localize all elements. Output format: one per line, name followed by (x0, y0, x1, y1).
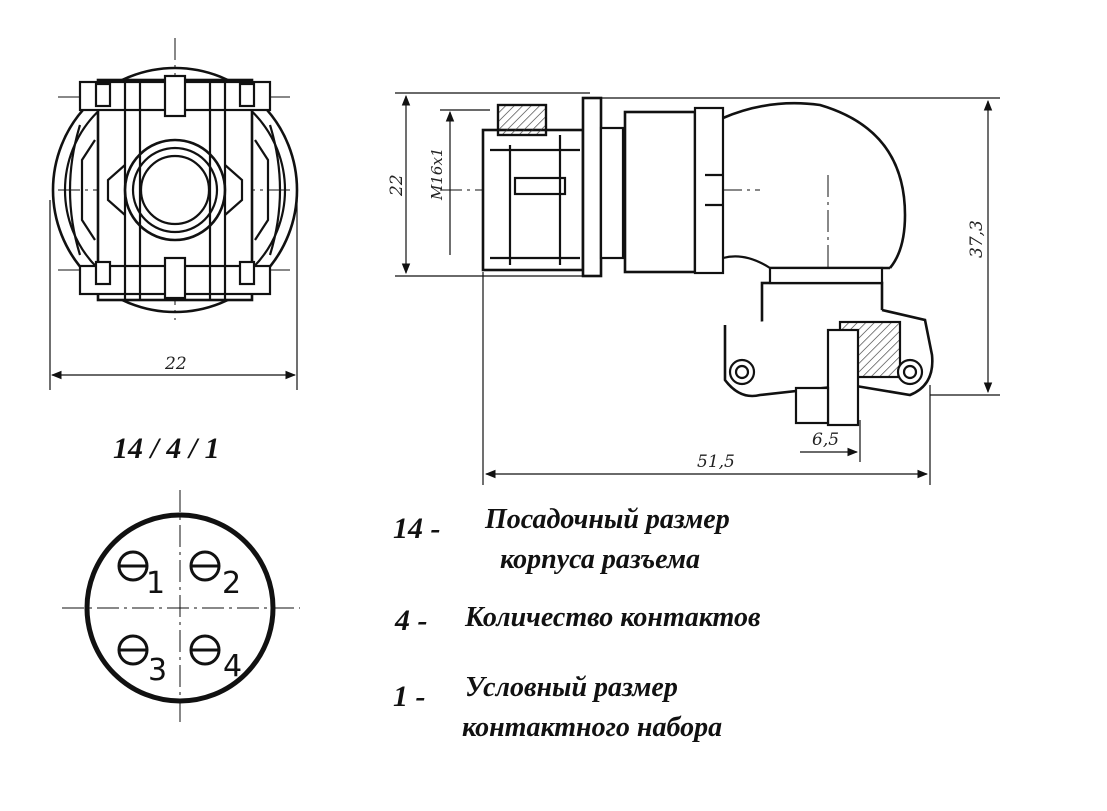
side-height-label: 22 (387, 174, 407, 197)
legend-text-1a: Посадочный размер (485, 504, 730, 535)
front-width-label: 22 (164, 354, 187, 374)
length-label: 51,5 (697, 452, 735, 472)
legend-text-3a: Условный размер (465, 672, 678, 703)
side-dimensions (395, 92, 1000, 485)
legend-text-2a: Количество контактов (465, 602, 761, 633)
total-height-label: 37,3 (967, 220, 987, 258)
pin-number-3: 3 (148, 653, 167, 688)
side-view (440, 96, 934, 427)
legend-code-2: 4 - (395, 604, 428, 637)
pin-number-4: 4 (223, 649, 242, 684)
legend-text-3b: контактного набора (462, 712, 723, 743)
pin-layout (62, 490, 300, 725)
front-width-dimension (49, 200, 298, 390)
offset-label: 6,5 (812, 430, 839, 450)
legend-text-1b: корпуса разъема (500, 544, 701, 575)
pin-number-1: 1 (146, 566, 165, 601)
thread-label: M16x1 (428, 148, 446, 201)
pin-number-2: 2 (222, 566, 241, 601)
legend-code-3: 1 - (393, 680, 426, 713)
front-view (51, 38, 299, 320)
legend-code-1: 14 - (393, 512, 441, 545)
designation: 14 / 4 / 1 (113, 432, 220, 465)
